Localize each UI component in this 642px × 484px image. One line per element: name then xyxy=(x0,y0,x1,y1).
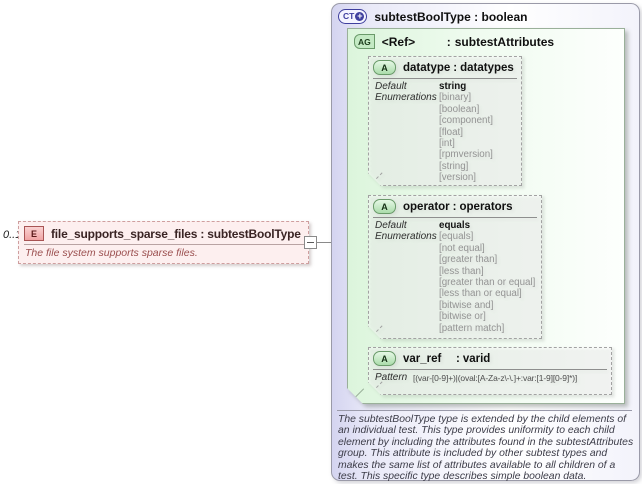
connector-line xyxy=(316,242,332,243)
facet-row-enumerations: Enumerations [binary][boolean][component… xyxy=(369,92,521,183)
facet-row-enumerations: Enumerations [equals][not equal][greater… xyxy=(369,231,541,334)
divider xyxy=(373,217,537,218)
collapse-handle[interactable] xyxy=(304,236,317,249)
facet-value: [binary] xyxy=(439,92,472,104)
facet-row-default: Default equals xyxy=(369,220,541,231)
complex-type-description: The subtestBoolType type is extended by … xyxy=(338,414,634,483)
element-annotation: The file system supports sparse files. xyxy=(25,247,198,259)
complex-type-name: subtestBoolType xyxy=(374,9,471,24)
divider xyxy=(373,369,607,370)
attribute-header[interactable]: A operator : operators xyxy=(369,196,541,214)
facet-label: Default xyxy=(375,220,407,231)
attribute-header[interactable]: A var_ref : varid xyxy=(369,348,611,366)
element-name: file_supports_sparse_files xyxy=(51,226,198,241)
facet-value: [boolean] xyxy=(439,103,480,115)
facet-value: [(var-[0-9]+)|(oval:[A-Za-z\-\.]+:var:[1… xyxy=(413,373,578,383)
facet-value: [less than or equal] xyxy=(439,288,522,300)
complex-type-base: boolean xyxy=(481,9,528,24)
attribute-box-var-ref: A var_ref : varid Pattern [(var-[0-9]+)|… xyxy=(368,347,612,395)
facet-label: Enumerations xyxy=(375,92,437,104)
attribute-box-datatype: A datatype : datatypes Default string En… xyxy=(368,56,522,186)
element-box[interactable]: E file_supports_sparse_files : subtestBo… xyxy=(18,221,309,264)
colon: : xyxy=(446,34,451,49)
plus-icon: + xyxy=(355,11,365,21)
element-header: E file_supports_sparse_files : subtestBo… xyxy=(19,222,308,241)
facet-value: [bitwise and] xyxy=(439,299,494,311)
complex-type-box: CT+ subtestBoolType : boolean AG <Ref> :… xyxy=(331,3,640,483)
facet-value: [pattern match] xyxy=(439,322,505,334)
attribute-box-operator: A operator : operators Default equals En… xyxy=(368,195,542,339)
facet-label: Default xyxy=(375,81,407,92)
facet-value: [int] xyxy=(439,138,455,150)
facet-value: [rpmversion] xyxy=(439,149,493,161)
facet-value: equals xyxy=(439,220,471,231)
divider xyxy=(373,78,517,79)
colon: : xyxy=(452,200,457,213)
facet-value: [bitwise or] xyxy=(439,311,486,323)
facet-value: [less than] xyxy=(439,265,484,277)
facet-values: equals xyxy=(439,220,470,231)
facet-values: [(var-[0-9]+)|(oval:[A-Za-z\-\.]+:var:[1… xyxy=(413,372,577,384)
attribute-name: operator xyxy=(403,200,450,213)
attribute-group-name: <Ref> xyxy=(381,34,416,49)
attribute-icon: A xyxy=(373,199,396,214)
attribute-group-box: AG <Ref> : subtestAttributes A datatype … xyxy=(347,28,625,404)
facet-value: [greater than or equal] xyxy=(439,277,536,289)
colon: : xyxy=(474,9,479,24)
facet-values: [binary][boolean][component][float][int]… xyxy=(439,92,493,183)
element-type: subtestBoolType xyxy=(207,226,301,241)
divider xyxy=(24,244,307,245)
element-title: file_supports_sparse_files : subtestBool… xyxy=(51,227,301,241)
complex-type-header[interactable]: CT+ subtestBoolType : boolean xyxy=(338,9,528,24)
element-icon: E xyxy=(24,226,44,241)
facet-row-pattern: Pattern [(var-[0-9]+)|(oval:[A-Za-z\-\.]… xyxy=(369,372,611,384)
facet-label: Enumerations xyxy=(375,231,437,243)
attribute-group-header[interactable]: AG <Ref> : subtestAttributes xyxy=(348,29,624,49)
minus-icon xyxy=(307,242,314,243)
attribute-group-icon: AG xyxy=(354,34,375,49)
facet-value: [float] xyxy=(439,126,463,138)
attribute-type: datatypes xyxy=(460,61,514,74)
facet-values: [equals][not equal][greater than][less t… xyxy=(439,231,535,334)
attribute-type: varid xyxy=(462,352,491,365)
attribute-header[interactable]: A datatype : datatypes xyxy=(369,57,521,75)
complex-type-icon: CT+ xyxy=(338,9,368,24)
facet-value: string xyxy=(439,81,467,92)
facet-label: Pattern xyxy=(375,372,408,383)
colon: : xyxy=(453,61,458,74)
facet-value: [not equal] xyxy=(439,242,485,254)
complex-type-icon-label: CT xyxy=(343,11,355,21)
facet-row-default: Default string xyxy=(369,81,521,92)
facet-value: [string] xyxy=(439,160,469,172)
colon: : xyxy=(200,226,205,241)
attribute-icon: A xyxy=(373,60,396,75)
colon: : xyxy=(456,352,460,365)
divider xyxy=(337,410,632,411)
attribute-name: var_ref xyxy=(403,352,442,365)
cardinality-label: 0..1 xyxy=(3,229,22,241)
facet-value: [component] xyxy=(439,115,493,127)
facet-values: string xyxy=(439,81,466,92)
facet-value: [greater than] xyxy=(439,254,498,266)
facet-value: [version] xyxy=(439,172,477,184)
attribute-group-type: subtestAttributes xyxy=(454,34,555,49)
facet-value: [equals] xyxy=(439,231,474,243)
attribute-name: datatype xyxy=(403,61,451,74)
attribute-type: operators xyxy=(459,200,513,213)
complex-type-title: subtestBoolType : boolean xyxy=(374,10,527,24)
attribute-icon: A xyxy=(373,351,396,366)
